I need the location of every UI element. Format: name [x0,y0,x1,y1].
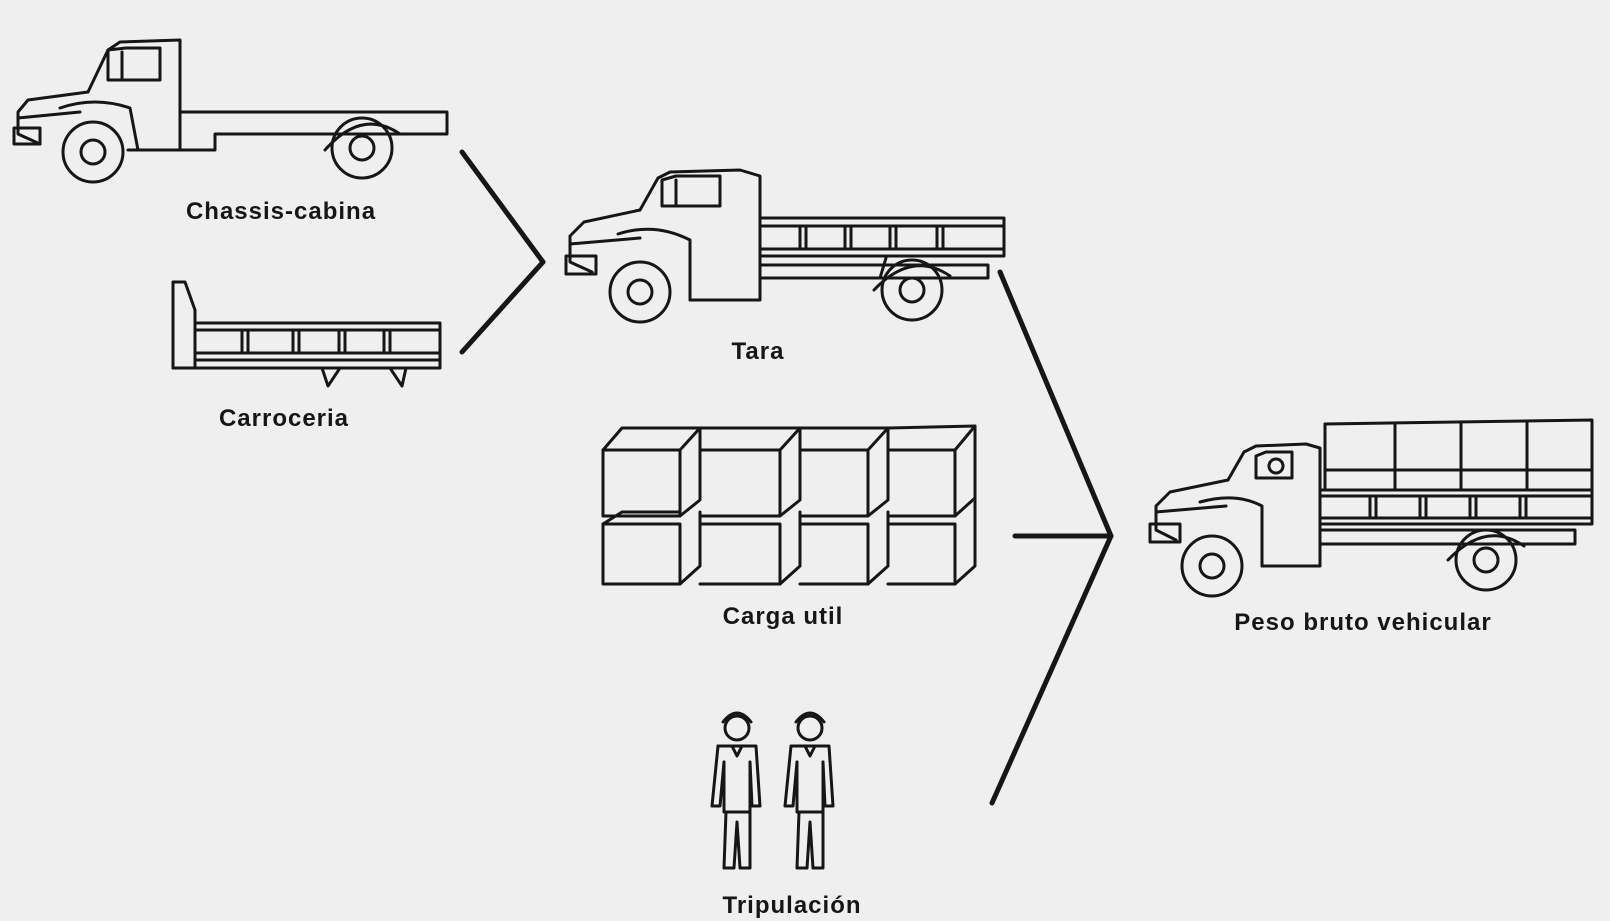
chassis-cabin-truck-illustration [12,38,449,184]
connector-body-to-tare [459,259,546,355]
tare-truck-illustration [564,168,1006,324]
payload-boxes-illustration [601,424,977,586]
label-peso-bruto-vehicular: Peso bruto vehicular [1234,609,1492,636]
connector-crew-to-gross [989,533,1114,806]
connector-chassis-to-tare [459,149,546,265]
label-carga-util: Carga util [722,603,844,630]
truck-body-illustration [171,280,442,388]
label-tripulacion: Tripulación [722,892,862,919]
connector-lines [459,149,1114,806]
label-chassis-cabina: Chassis-cabina [185,198,377,225]
connector-tare-to-gross [997,269,1114,539]
gross-weight-truck-illustration [1148,418,1594,598]
crew-figures-illustration [710,711,835,870]
label-carroceria: Carroceria [218,405,350,432]
label-tara: Tara [731,338,785,365]
